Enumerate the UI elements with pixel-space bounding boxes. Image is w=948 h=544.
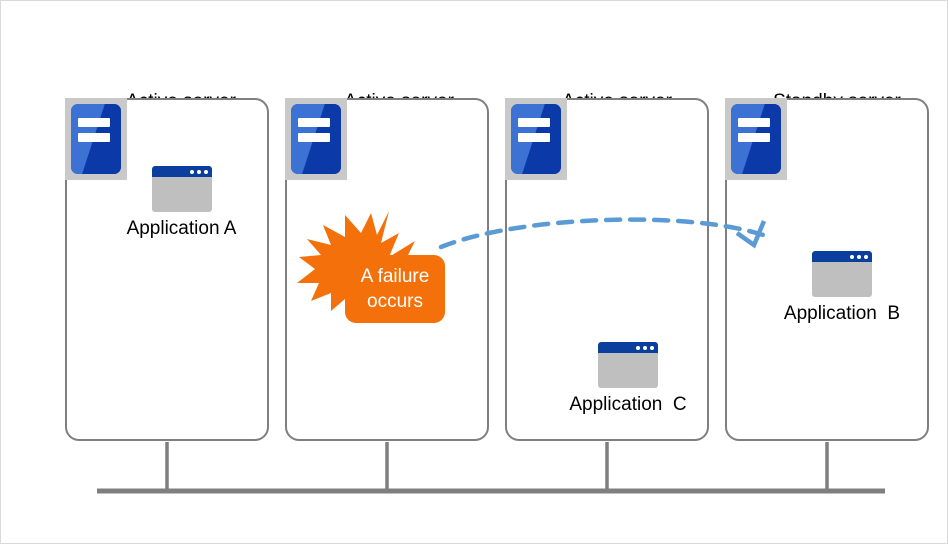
failure-message-box: A failure occurs (345, 255, 445, 323)
app-window-dot (203, 169, 208, 174)
server-icon (725, 98, 787, 180)
server-icon-bar (517, 133, 550, 143)
app-window-titlebar (812, 251, 872, 262)
app-window-dot (864, 254, 868, 259)
app-window-dot (857, 254, 861, 259)
failure-callout[interactable]: A failure occurs (293, 207, 445, 327)
application-item-b[interactable]: Application B (767, 251, 917, 326)
app-window-dot (189, 169, 194, 174)
app-window-dot (636, 345, 640, 350)
app-window-icon (151, 166, 212, 212)
server-icon-bar (737, 118, 770, 128)
server-icon-bar (77, 118, 110, 128)
app-window-dot (196, 169, 201, 174)
application-label: Application A (126, 218, 237, 239)
application-item-c[interactable]: Application C (553, 342, 703, 417)
app-window-dot (850, 254, 854, 259)
server-icon-bar (77, 133, 110, 143)
server-icon-bar (737, 133, 770, 143)
application-label: Application C (569, 394, 687, 415)
server-icon-bar (517, 118, 550, 128)
app-window-icon (812, 251, 872, 297)
server-icon-bar (297, 133, 330, 143)
server-icon-bar (297, 118, 330, 128)
application-label: Application B (783, 303, 901, 324)
app-window-icon (598, 342, 658, 388)
app-window-dot (643, 345, 647, 350)
application-item-a[interactable]: Application A (109, 166, 254, 241)
server-icon (285, 98, 347, 180)
app-window-dot (650, 345, 654, 350)
app-window-titlebar (151, 166, 212, 177)
failure-message-text: A failure occurs (360, 266, 430, 312)
server-icon (505, 98, 567, 180)
server-icon (65, 98, 127, 180)
app-window-titlebar (598, 342, 658, 353)
